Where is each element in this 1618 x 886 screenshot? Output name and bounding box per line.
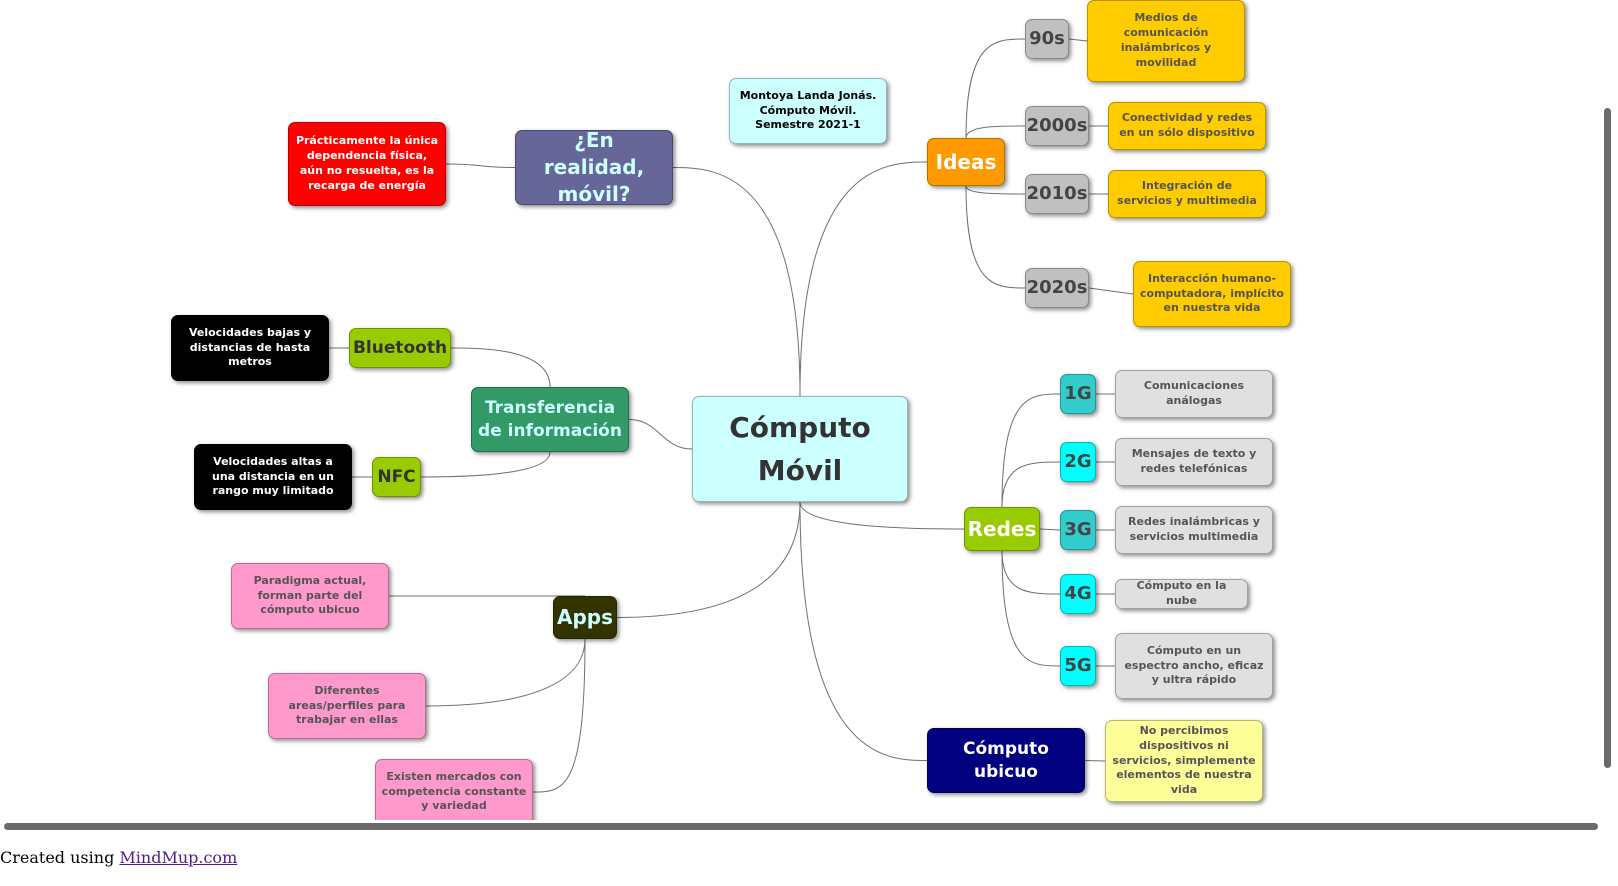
generation-detail-node-1g[interactable]: Comunicaciones análogas bbox=[1115, 370, 1273, 418]
connector-line bbox=[445, 163, 516, 168]
connector-line bbox=[1039, 528, 1061, 531]
decade-detail-label-2010s: Integración de servicios y multimedia bbox=[1117, 179, 1257, 207]
generation-detail-label-1g: Comunicaciones análogas bbox=[1143, 379, 1245, 407]
connector-line bbox=[799, 501, 928, 761]
decade-label-2000s: 2000s bbox=[1026, 114, 1088, 136]
connector-line bbox=[532, 638, 586, 793]
connector-line bbox=[965, 125, 1026, 139]
generation-node-1g[interactable]: 1G bbox=[1060, 374, 1096, 414]
apps-node[interactable]: Apps bbox=[553, 596, 617, 639]
ideas-label: Ideas bbox=[935, 149, 997, 174]
transferencia-label: Transferencia de información bbox=[478, 397, 622, 441]
decade-node-90s[interactable]: 90s bbox=[1025, 19, 1069, 59]
decade-detail-label-90s: Medios de comunicación inalámbricos y mo… bbox=[1120, 11, 1212, 69]
horizontal-scrollbar[interactable] bbox=[4, 823, 1598, 830]
decade-detail-label-2020s: Interacción humano-computadora, implícit… bbox=[1140, 271, 1284, 315]
nfc-label: NFC bbox=[377, 466, 416, 487]
root-node[interactable]: Cómputo Móvil bbox=[692, 396, 908, 502]
decade-detail-node-2010s[interactable]: Integración de servicios y multimedia bbox=[1108, 170, 1266, 218]
generation-node-2g[interactable]: 2G bbox=[1060, 442, 1096, 482]
apps-detail-label-1: Paradigma actual, forman parte del cómpu… bbox=[253, 573, 367, 617]
connector-line bbox=[1001, 461, 1061, 508]
apps-detail-node-2[interactable]: Diferentes areas/perfiles para trabajar … bbox=[268, 673, 426, 739]
connector-line bbox=[1084, 760, 1106, 762]
ubicuo-detail-node[interactable]: No percibimos dispositivos ni servicios,… bbox=[1105, 720, 1263, 802]
apps-detail-node-1[interactable]: Paradigma actual, forman parte del cómpu… bbox=[231, 563, 389, 629]
root-label: Cómputo Móvil bbox=[729, 410, 871, 487]
connector-line bbox=[965, 38, 1026, 139]
transferencia-node[interactable]: Transferencia de información bbox=[471, 387, 629, 452]
connector-line bbox=[1001, 550, 1061, 667]
bluetooth-detail-node[interactable]: Velocidades bajas y distancias de hasta … bbox=[171, 315, 329, 381]
connector-line bbox=[1001, 393, 1061, 508]
connector-line bbox=[965, 185, 1026, 195]
mindmap-canvas[interactable]: Cómputo Móvil Montoya Landa Jonás. Cómpu… bbox=[0, 0, 1600, 820]
redes-node[interactable]: Redes bbox=[964, 507, 1040, 551]
decade-label-2020s: 2020s bbox=[1026, 276, 1088, 298]
author-label: Montoya Landa Jonás. Cómputo Móvil. Seme… bbox=[739, 88, 877, 132]
apps-label: Apps bbox=[557, 605, 614, 629]
generation-detail-label-4g: Cómputo en la nube bbox=[1136, 579, 1227, 607]
generation-detail-node-3g[interactable]: Redes inalámbricas y servicios multimedi… bbox=[1115, 506, 1273, 554]
generation-node-4g[interactable]: 4G bbox=[1060, 574, 1096, 614]
footer-prefix: Created using bbox=[0, 848, 115, 867]
decade-label-90s: 90s bbox=[1029, 27, 1065, 49]
connector-line bbox=[450, 347, 551, 388]
mindmup-link[interactable]: MindMup.com bbox=[119, 848, 238, 867]
generation-detail-node-5g[interactable]: Cómputo en un espectro ancho, eficaz y u… bbox=[1115, 633, 1273, 699]
decade-detail-label-2000s: Conectividad y redes en un sólo disposit… bbox=[1119, 111, 1255, 139]
connector-line bbox=[799, 161, 928, 397]
apps-detail-label-3: Existen mercados con competencia constan… bbox=[381, 769, 527, 813]
connector-line bbox=[1001, 550, 1061, 595]
generation-label-4g: 4G bbox=[1064, 582, 1092, 604]
redes-label: Redes bbox=[967, 516, 1037, 541]
decade-node-2010s[interactable]: 2010s bbox=[1025, 174, 1089, 214]
decade-detail-node-2020s[interactable]: Interacción humano-computadora, implícit… bbox=[1133, 261, 1291, 327]
decade-detail-node-2000s[interactable]: Conectividad y redes en un sólo disposit… bbox=[1108, 102, 1266, 150]
nfc-node[interactable]: NFC bbox=[372, 457, 421, 497]
generation-label-3g: 3G bbox=[1064, 518, 1092, 540]
apps-detail-node-3[interactable]: Existen mercados con competencia constan… bbox=[375, 759, 533, 820]
connector-line bbox=[628, 419, 693, 450]
nfc-detail-label: Velocidades altas a una distancia en un … bbox=[212, 454, 334, 498]
en-realidad-detail-node[interactable]: Prácticamente la única dependencia físic… bbox=[288, 122, 446, 206]
author-node[interactable]: Montoya Landa Jonás. Cómputo Móvil. Seme… bbox=[729, 78, 887, 144]
ubicuo-node[interactable]: Cómputo ubicuo bbox=[927, 728, 1085, 793]
connector-line bbox=[420, 451, 551, 478]
connector-line bbox=[799, 501, 965, 530]
vertical-scrollbar[interactable] bbox=[1604, 108, 1611, 768]
en-realidad-label: ¿En realidad, móvil? bbox=[543, 128, 645, 206]
connector-line bbox=[616, 501, 801, 618]
generation-label-2g: 2G bbox=[1064, 450, 1092, 472]
connector-line bbox=[965, 185, 1026, 289]
generation-label-5g: 5G bbox=[1064, 654, 1092, 676]
decade-node-2000s[interactable]: 2000s bbox=[1025, 106, 1089, 146]
footer-credit: Created using MindMup.com bbox=[0, 848, 237, 867]
bluetooth-detail-label: Velocidades bajas y distancias de hasta … bbox=[188, 325, 312, 369]
decade-label-2010s: 2010s bbox=[1026, 182, 1088, 204]
apps-detail-label-2: Diferentes areas/perfiles para trabajar … bbox=[288, 683, 406, 727]
bluetooth-label: Bluetooth bbox=[352, 337, 448, 358]
generation-node-3g[interactable]: 3G bbox=[1060, 510, 1096, 550]
generation-node-5g[interactable]: 5G bbox=[1060, 646, 1096, 686]
ubicuo-label: Cómputo ubicuo bbox=[963, 738, 1049, 782]
nfc-detail-node[interactable]: Velocidades altas a una distancia en un … bbox=[194, 444, 352, 510]
connector-line bbox=[672, 167, 801, 397]
generation-label-1g: 1G bbox=[1064, 382, 1092, 404]
decade-node-2020s[interactable]: 2020s bbox=[1025, 268, 1089, 308]
connector-line bbox=[1068, 38, 1088, 42]
ubicuo-detail-label: No percibimos dispositivos ni servicios,… bbox=[1112, 723, 1256, 797]
ideas-node[interactable]: Ideas bbox=[927, 138, 1005, 186]
decade-detail-node-90s[interactable]: Medios de comunicación inalámbricos y mo… bbox=[1087, 0, 1245, 82]
generation-detail-node-2g[interactable]: Mensajes de texto y redes telefónicas bbox=[1115, 438, 1273, 486]
bluetooth-node[interactable]: Bluetooth bbox=[349, 328, 451, 368]
en-realidad-node[interactable]: ¿En realidad, móvil? bbox=[515, 128, 673, 206]
generation-detail-label-5g: Cómputo en un espectro ancho, eficaz y u… bbox=[1124, 643, 1264, 687]
connector-line bbox=[425, 638, 586, 707]
generation-detail-label-2g: Mensajes de texto y redes telefónicas bbox=[1131, 447, 1257, 475]
en-realidad-detail-label: Prácticamente la única dependencia físic… bbox=[295, 134, 439, 192]
generation-detail-label-3g: Redes inalámbricas y servicios multimedi… bbox=[1128, 515, 1260, 543]
generation-detail-node-4g[interactable]: Cómputo en la nube bbox=[1115, 579, 1248, 609]
connector-line bbox=[1088, 287, 1134, 295]
